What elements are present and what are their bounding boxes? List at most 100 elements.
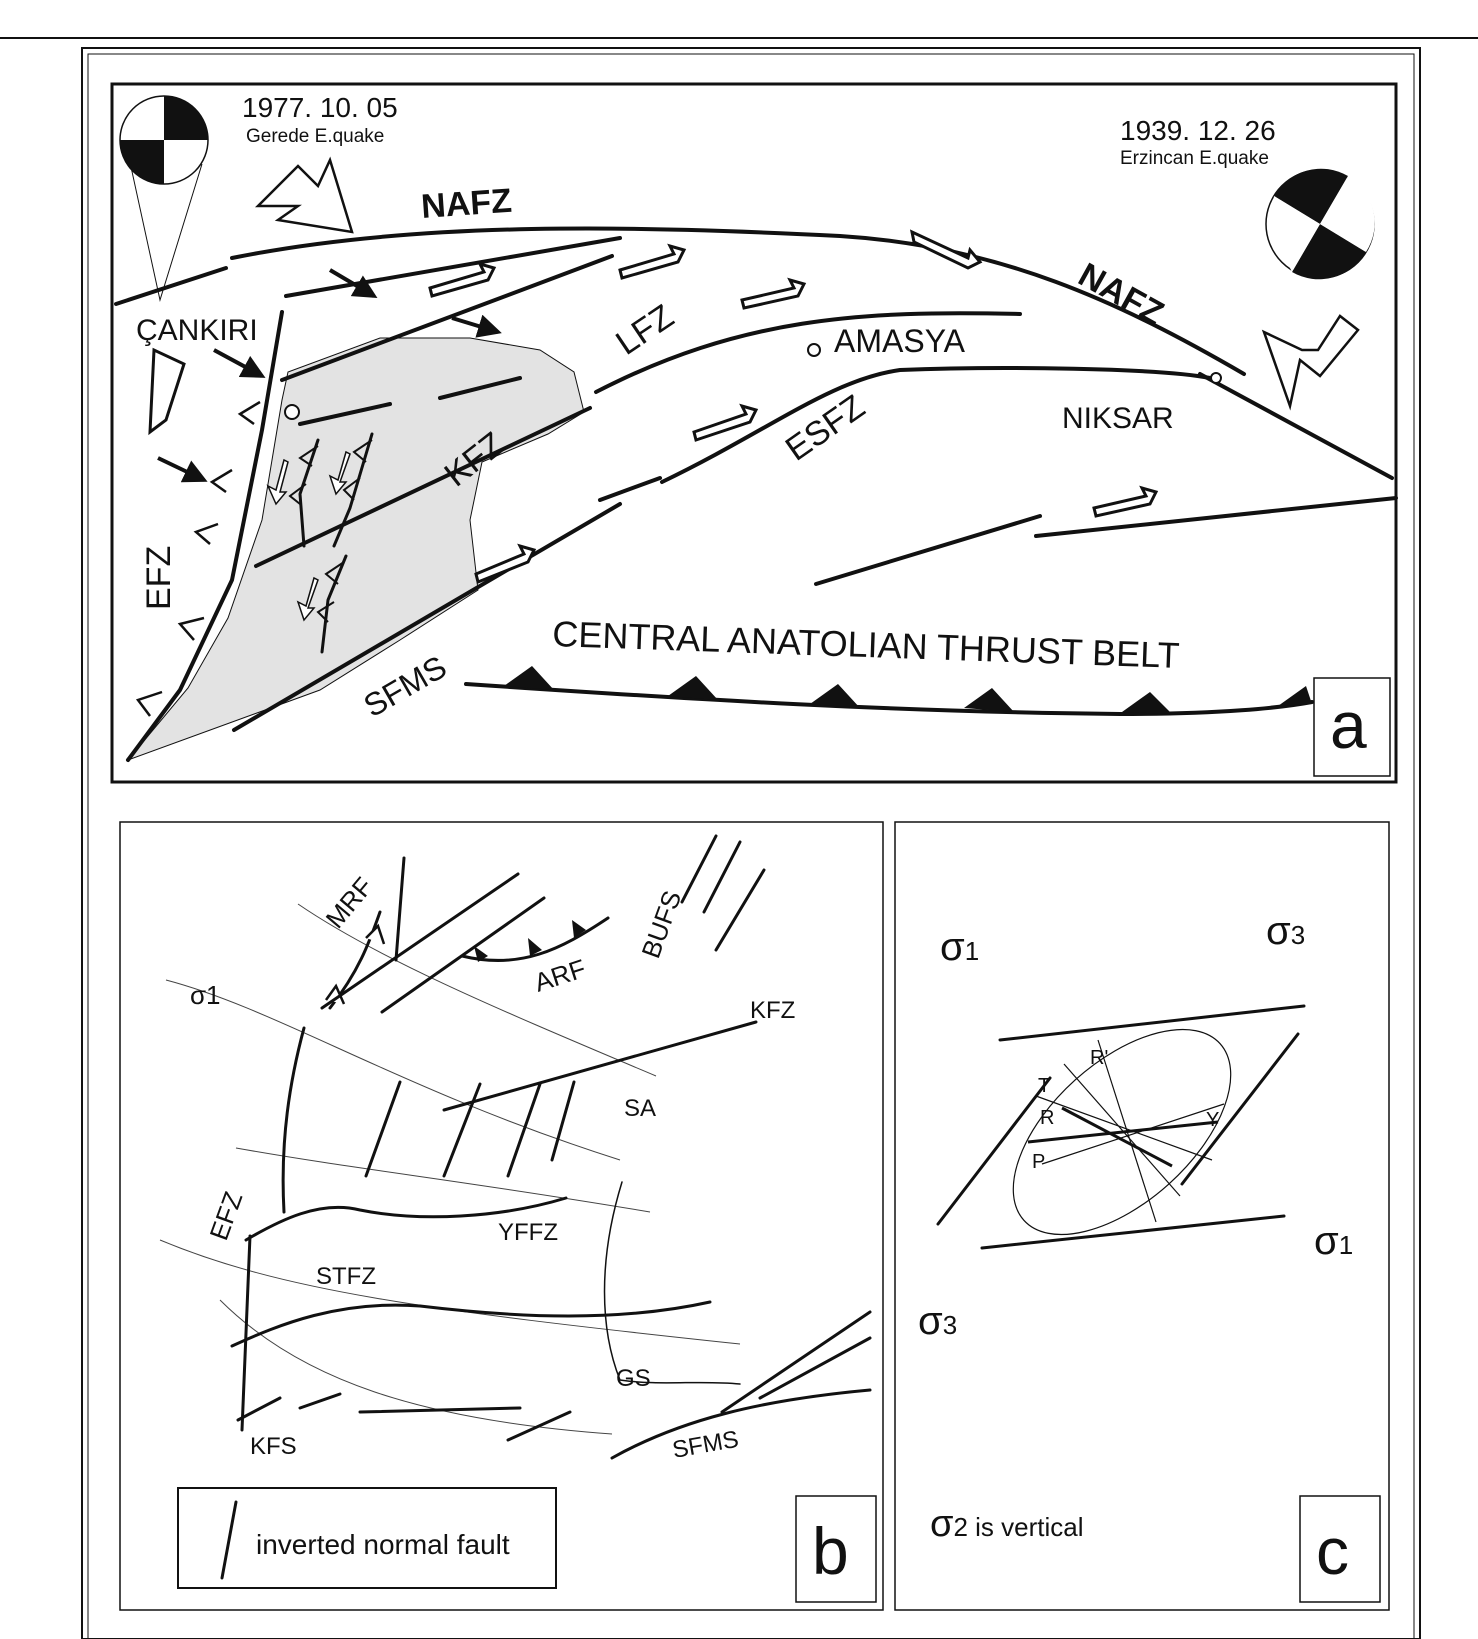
b-legend-symbol <box>220 1500 238 1580</box>
gerede-focal-mechanism <box>119 95 209 302</box>
outer-frame <box>81 47 1421 1639</box>
inverted-fault-1 <box>332 432 374 548</box>
c-upper-boundary <box>998 1004 1306 1042</box>
cankiri-town-marker <box>284 404 300 420</box>
inverted-fault-3 <box>320 554 348 654</box>
fault-b-gs <box>603 1181 741 1385</box>
panel-b-letter: b <box>812 1514 849 1588</box>
panel-a-letter: a <box>1330 688 1367 762</box>
c-sigma3-bottom: σ3 <box>918 1299 957 1343</box>
panel-c-letter: c <box>1316 1514 1349 1588</box>
c-sigma2-note: σ2 is vertical <box>930 1503 1084 1545</box>
fault-b-efz <box>281 1026 306 1214</box>
fault-b-efz-left <box>240 1234 252 1432</box>
fault-sfms <box>232 502 622 732</box>
nafz-west-segment <box>114 266 228 306</box>
panel-a-letter-box <box>1313 677 1391 777</box>
mrf-teeth <box>324 923 386 1005</box>
b-yffz-label: YFFZ <box>498 1219 558 1246</box>
c-sigma3-top: σ3 <box>1266 909 1305 953</box>
nafz-main-fault <box>230 226 1246 376</box>
sfms-label: SFMS <box>358 648 453 724</box>
central-thrust-teeth <box>504 666 1312 714</box>
fault-kfz <box>254 406 592 568</box>
b-kfz-label: KFZ <box>750 997 795 1024</box>
esfz-label: ESFZ <box>779 388 872 469</box>
erzincan-date: 1939. 12. 26 <box>1120 115 1276 146</box>
fault-esfz <box>660 366 1212 484</box>
b-efz-label: EFZ <box>203 1188 248 1245</box>
lfz-label: LFZ <box>609 297 680 362</box>
c-label-p: P <box>1032 1151 1045 1173</box>
kfz-dashed-segments <box>298 376 522 426</box>
bufs-label: BUFS <box>635 887 687 962</box>
niksar-town-marker <box>1210 372 1222 384</box>
c-right-thrust <box>1180 1032 1300 1186</box>
cankiri-label: ÇANKIRI <box>136 314 258 347</box>
gerede-name: Gerede E.quake <box>246 126 384 147</box>
panel-c-letter-box <box>1299 1495 1381 1603</box>
b-legend-text: inverted normal fault <box>256 1529 510 1560</box>
niksar-label: NIKSAR <box>1062 402 1174 435</box>
nafz-east-segment <box>1198 372 1394 480</box>
b-sa-label: SA <box>624 1095 656 1122</box>
central-anatolian-thrust <box>464 682 1314 716</box>
nafz-label-1: NAFZ <box>420 182 513 226</box>
outer-frame-inner <box>87 53 1415 1639</box>
c-riedel-shears <box>1027 1039 1225 1223</box>
mrf-label: MRF <box>320 871 379 933</box>
fault-upper-2 <box>280 254 614 382</box>
erzincan-name: Erzincan E.quake <box>1120 148 1269 169</box>
c-label-r: R <box>1040 1107 1054 1129</box>
inverted-fault-teeth <box>288 439 373 623</box>
shaded-basin-area <box>126 337 585 762</box>
amasya-town-marker <box>807 343 821 357</box>
b-sfms-label: SFMS <box>670 1426 740 1464</box>
solid-stress-arrows <box>157 268 502 483</box>
panel-b: MRF ARF BUFS KFZ σ1 SA EFZ Y <box>119 821 884 1611</box>
compression-arrow-se <box>1261 314 1360 411</box>
b-stfz-label: STFZ <box>316 1263 376 1290</box>
panel-b-frame <box>119 821 884 1611</box>
fault-b-diag-1 <box>320 872 520 1010</box>
gerede-date: 1977. 10. 05 <box>242 92 398 123</box>
c-sigma1-bottom: σ1 <box>1314 1219 1353 1263</box>
efz-label: EFZ <box>140 546 178 610</box>
panel-a-frame <box>110 82 1398 784</box>
fault-dashed-mid <box>598 476 662 502</box>
fault-south-1 <box>814 514 1042 586</box>
fault-lfz-upper <box>284 236 622 298</box>
small-hollow-arrows <box>266 450 351 622</box>
b-sigma1-label: σ1 <box>190 980 221 1010</box>
amasya-label: AMASYA <box>834 323 966 359</box>
panel-c: σ1 σ3 σ1 σ3 R' T R Y P σ2 is vertical c <box>894 821 1390 1611</box>
arf-label: ARF <box>531 953 590 998</box>
c-lower-boundary <box>980 1214 1286 1250</box>
c-label-t: T <box>1038 1075 1050 1097</box>
fault-b-stfz-south <box>230 1300 712 1348</box>
c-label-y: Y <box>1206 1109 1219 1131</box>
fault-b-kfz <box>442 1020 758 1112</box>
panel-c-frame <box>894 821 1390 1611</box>
fault-b-sfms-splay <box>720 1310 872 1414</box>
fault-lfz <box>594 311 1022 394</box>
c-sigma1-top: σ1 <box>940 925 979 969</box>
strike-slip-half-arrows <box>148 229 1159 585</box>
sigma1-trajectories <box>159 903 741 1435</box>
central-anatolian-thrust-belt-label: CENTRAL ANATOLIAN THRUST BELT <box>552 613 1181 676</box>
efz-thrust-teeth <box>135 400 261 717</box>
b-legend-box <box>177 1487 557 1589</box>
inverted-fault-2 <box>298 438 320 548</box>
c-left-thrust <box>936 1076 1052 1226</box>
compression-arrow-nw <box>254 156 354 234</box>
erzincan-focal-mechanism <box>1265 168 1375 280</box>
arf-teeth <box>474 920 586 962</box>
b-kfs-label: KFS <box>250 1433 297 1460</box>
fault-south-2 <box>1034 496 1398 538</box>
c-label-r-prime: R' <box>1090 1047 1108 1069</box>
fault-efz <box>126 310 284 762</box>
fault-b-stfz-north <box>244 1196 568 1242</box>
panel-b-letter-box <box>795 1495 877 1603</box>
fault-b-kfs <box>236 1388 872 1460</box>
panel-a: 1977. 10. 05 Gerede E.quake 1939. 12. 26… <box>110 82 1398 784</box>
